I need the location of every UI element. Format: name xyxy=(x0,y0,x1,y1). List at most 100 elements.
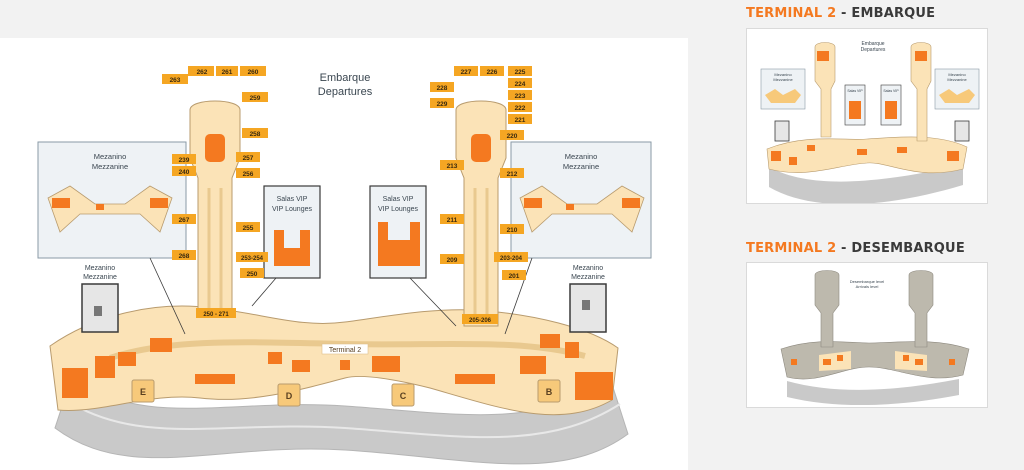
svg-text:253-254: 253-254 xyxy=(241,256,264,262)
terminal-label: Terminal 2 xyxy=(321,343,369,355)
gate-224[interactable]: 224 xyxy=(508,78,532,88)
svg-text:Arrivals level: Arrivals level xyxy=(856,284,879,289)
gate-240[interactable]: 240 xyxy=(172,166,196,176)
departures-map[interactable]: E D C B Terminal 2 Embarque Departures M… xyxy=(0,38,688,470)
gate-222[interactable]: 222 xyxy=(508,102,532,112)
gate-260[interactable]: 260 xyxy=(240,66,266,76)
thumb-arrivals-canvas: Desembarque level Arrivals level xyxy=(780,270,970,406)
gate-229[interactable]: 229 xyxy=(430,98,454,108)
gate-262[interactable]: 262 xyxy=(188,66,214,76)
svg-text:255: 255 xyxy=(243,225,254,232)
gate-205-206[interactable]: 205-206 xyxy=(462,314,498,324)
mezzanine-small-left[interactable]: Mezanino Mezzanine xyxy=(81,265,119,333)
svg-text:Salas VIP: Salas VIP xyxy=(277,196,308,203)
svg-text:Desembarque level: Desembarque level xyxy=(850,279,885,284)
svg-text:213: 213 xyxy=(447,163,458,170)
mezzanine-small-right[interactable]: Mezanino Mezzanine xyxy=(569,265,607,333)
svg-text:263: 263 xyxy=(170,77,181,84)
svg-text:259: 259 xyxy=(250,95,261,102)
thumb-departures-title: TERMINAL 2 - EMBARQUE xyxy=(746,6,936,21)
gate-213[interactable]: 213 xyxy=(440,160,464,170)
gate-263[interactable]: 263 xyxy=(162,74,188,84)
thumb-departures-map[interactable]: Mezanino Mezzanine Mezanino Mezzanine Sa… xyxy=(746,28,988,204)
gate-211[interactable]: 211 xyxy=(440,214,464,224)
gate-268[interactable]: 268 xyxy=(172,250,196,260)
svg-text:250 - 271: 250 - 271 xyxy=(203,312,229,318)
gate-226[interactable]: 226 xyxy=(480,66,504,76)
gate-258[interactable]: 258 xyxy=(242,128,268,138)
gate-228[interactable]: 228 xyxy=(430,82,454,92)
vip-lounge-right[interactable]: Salas VIP VIP Lounges xyxy=(369,185,427,279)
left-pier xyxy=(189,100,241,315)
gate-227[interactable]: 227 xyxy=(454,66,478,76)
checkin-letter-e: E xyxy=(140,387,146,397)
right-pier xyxy=(455,100,507,327)
checkin-letter-b: B xyxy=(546,387,553,397)
svg-text:Mezzanine: Mezzanine xyxy=(563,162,599,171)
svg-text:258: 258 xyxy=(250,131,261,138)
svg-text:221: 221 xyxy=(515,117,526,124)
svg-text:VIP Lounges: VIP Lounges xyxy=(378,206,418,213)
gate-212[interactable]: 212 xyxy=(500,168,524,178)
checkin-island-d[interactable]: D xyxy=(277,383,301,407)
svg-text:240: 240 xyxy=(179,169,190,176)
gate-220[interactable]: 220 xyxy=(500,130,524,140)
svg-text:239: 239 xyxy=(179,157,190,164)
gate-223[interactable]: 223 xyxy=(508,90,532,100)
svg-text:Salas VIP: Salas VIP xyxy=(847,89,863,93)
thumb-arrivals-title: TERMINAL 2 - DESEMBARQUE xyxy=(746,241,965,256)
gate-250-271[interactable]: 250 - 271 xyxy=(196,308,236,318)
gate-255[interactable]: 255 xyxy=(236,222,260,232)
info-icon xyxy=(340,360,350,370)
svg-text:220: 220 xyxy=(507,133,518,140)
svg-text:Mezzanine: Mezzanine xyxy=(83,274,117,281)
gate-221[interactable]: 221 xyxy=(508,114,532,124)
vip-lounge-left[interactable]: Salas VIP VIP Lounges xyxy=(263,185,321,279)
map-canvas: E D C B Terminal 2 Embarque Departures M… xyxy=(37,66,652,465)
mezzanine-right-panel[interactable]: Mezanino Mezzanine xyxy=(510,141,652,259)
gate-256[interactable]: 256 xyxy=(236,168,260,178)
gate-209[interactable]: 209 xyxy=(440,254,464,264)
gate-225[interactable]: 225 xyxy=(508,66,532,76)
svg-text:229: 229 xyxy=(437,101,448,108)
svg-text:Terminal 2: Terminal 2 xyxy=(329,347,361,354)
gate-239[interactable]: 239 xyxy=(172,154,196,164)
checkin-island-b[interactable]: B xyxy=(537,379,561,403)
svg-text:Salas VIP: Salas VIP xyxy=(383,196,414,203)
gate-250[interactable]: 250 xyxy=(240,268,264,278)
checkin-island-c[interactable]: C xyxy=(391,383,415,407)
svg-text:212: 212 xyxy=(507,171,518,178)
svg-text:Departures: Departures xyxy=(861,47,886,53)
svg-text:Mezzanine: Mezzanine xyxy=(773,77,793,82)
gate-210[interactable]: 210 xyxy=(500,224,524,234)
gate-253-254[interactable]: 253-254 xyxy=(236,252,268,262)
svg-text:260: 260 xyxy=(248,69,259,76)
gate-203-204[interactable]: 203-204 xyxy=(494,252,528,262)
svg-text:Embarque: Embarque xyxy=(861,41,884,47)
svg-text:Mezzanine: Mezzanine xyxy=(92,162,128,171)
svg-text:227: 227 xyxy=(461,69,472,76)
svg-text:Mezanino: Mezanino xyxy=(94,152,127,161)
mezzanine-left-panel[interactable]: Mezanino Mezzanine xyxy=(37,141,187,259)
thumb-arrivals-map[interactable]: Desembarque level Arrivals level xyxy=(746,262,988,408)
svg-text:Salas VIP: Salas VIP xyxy=(883,89,899,93)
svg-text:222: 222 xyxy=(515,105,526,112)
svg-text:Mezzanine: Mezzanine xyxy=(571,274,605,281)
svg-text:223: 223 xyxy=(515,93,526,100)
gate-259[interactable]: 259 xyxy=(242,92,268,102)
gate-261[interactable]: 261 xyxy=(216,66,238,76)
svg-text:Mezanino: Mezanino xyxy=(573,265,603,272)
svg-text:205-206: 205-206 xyxy=(469,318,492,324)
gate-267[interactable]: 267 xyxy=(172,214,196,224)
svg-text:257: 257 xyxy=(243,155,254,162)
svg-text:267: 267 xyxy=(179,217,190,224)
svg-text:VIP Lounges: VIP Lounges xyxy=(272,206,312,213)
checkin-island-e[interactable]: E xyxy=(131,379,155,403)
gate-257[interactable]: 257 xyxy=(236,152,260,162)
gate-201[interactable]: 201 xyxy=(502,270,526,280)
svg-text:210: 210 xyxy=(507,227,518,234)
map-title-line2: Departures xyxy=(318,86,373,98)
svg-text:211: 211 xyxy=(447,217,458,224)
svg-text:262: 262 xyxy=(197,69,208,76)
access-road xyxy=(54,375,629,465)
